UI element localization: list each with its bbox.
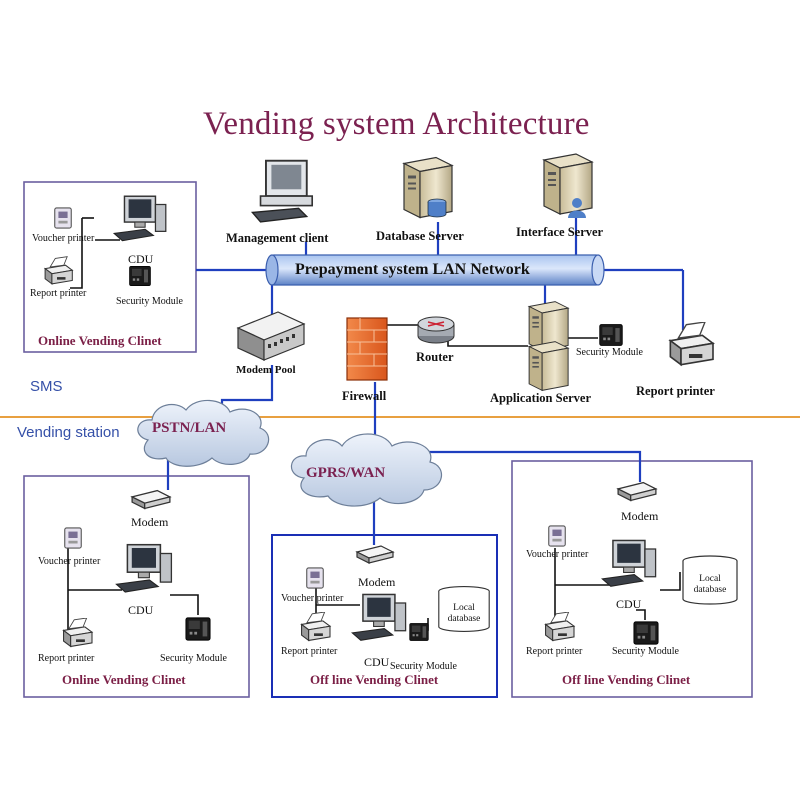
printer-icon [669,322,714,366]
report-printer-label: Report printer [38,653,95,664]
offline-client-right-box [511,460,753,698]
diagram-title: Vending system Architecture [203,106,590,142]
computer-icon [251,159,314,223]
voucher-printer-label: Voucher printer [526,549,589,560]
voucher-printer-label: Voucher printer [281,593,344,604]
application-server-label: Application Server [490,391,592,405]
computer-icon [351,593,407,642]
database-icon [427,198,447,218]
firewall-icon [346,317,388,381]
firewall-label: Firewall [342,389,387,403]
lan-network-label: Prepayment system LAN Network [295,261,530,278]
voucher-printer-label: Voucher printer [32,233,95,244]
security-module-label: Security Module [116,296,183,307]
cloud-icon [290,433,442,507]
management-client-label: Management client [226,231,329,245]
modem-icon [356,545,394,564]
router-icon [417,316,455,344]
voucher-printer-icon [54,207,72,229]
security-module-label: Security Module [390,661,457,672]
database-line-1: Local [699,574,721,584]
gprs-wan-label: GPRS/WAN [306,465,386,481]
cdu-label: CDU [616,597,642,611]
router-label: Router [416,350,454,364]
security-module-icon [409,623,429,641]
computer-icon [601,539,657,588]
security-module-label: Security Module [160,653,227,664]
security-module-label: Security Module [612,646,679,657]
computer-icon [115,543,173,593]
printer-icon [545,612,575,641]
report-printer-label: Report printer [636,384,715,398]
vending-station-zone-label: Vending station [17,424,120,441]
security-module-icon [129,265,151,287]
server-icon [528,341,569,391]
user-icon [568,198,586,218]
box-caption: Off line Vending Clinet [562,672,691,687]
modem-label: Modem [358,575,396,589]
sms-zone-label: SMS [30,378,63,395]
database-line-2: database [447,614,481,624]
cdu-label: CDU [128,603,154,617]
report-printer-label: Report printer [281,646,338,657]
box-caption: Off line Vending Clinet [310,672,439,687]
cdu-label: CDU [128,252,154,266]
offline-client-center-box [271,534,498,698]
voucher-printer-icon [64,527,82,549]
server-icon [543,153,593,215]
interface-server-label: Interface Server [516,225,604,239]
local-database-label: Local database [440,603,488,625]
database-line-1: Local [453,603,475,613]
cdu-label: CDU [364,655,390,669]
voucher-printer-label: Voucher printer [38,556,101,567]
report-printer-label: Report printer [526,646,583,657]
cloud-icon [137,399,270,467]
security-module-label: Security Module [576,347,643,358]
lan-pipe [265,254,605,286]
database-server-label: Database Server [376,229,464,243]
switch-icon [236,311,306,361]
pstn-lan-label: PSTN/LAN [152,420,227,436]
modem-icon [617,481,657,502]
computer-icon [113,195,167,242]
security-module-icon [599,324,623,346]
modem-label: Modem [131,515,169,529]
local-database-label: Local database [684,574,736,596]
box-caption: Online Vending Clinet [62,672,186,687]
report-printer-label: Report printer [30,288,87,299]
online-client-top-box [23,181,197,353]
database-line-2: database [693,585,727,595]
box-caption: Online Vending Clinet [38,333,162,348]
modem-icon [131,489,171,510]
security-module-icon [633,621,659,645]
security-module-icon [185,617,211,641]
voucher-printer-icon [306,567,324,589]
printer-icon [44,256,73,285]
printer-icon [301,612,331,641]
voucher-printer-icon [548,525,566,547]
modem-pool-label: Modem Pool [236,364,296,376]
modem-label: Modem [621,509,659,523]
online-client-bottom-box [23,475,250,698]
